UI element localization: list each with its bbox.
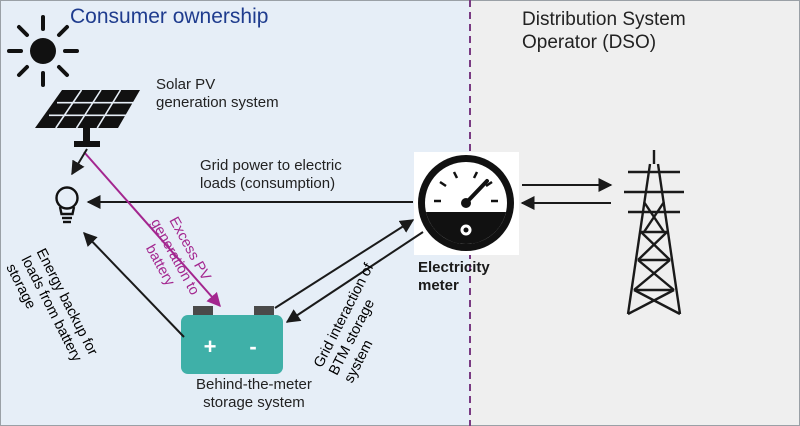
- solar-label-line1: Solar PV: [156, 76, 216, 93]
- storage-label-line1: Behind-the-meter: [196, 376, 312, 393]
- meter-gauge-icon: [414, 152, 519, 255]
- light-bulb-icon: [55, 186, 79, 224]
- sun-icon: [7, 15, 79, 87]
- meter-label-line1: Electricity: [418, 259, 490, 276]
- solar-label-line2: generation system: [156, 94, 279, 111]
- meter-to-battery-arrow: [285, 231, 424, 323]
- grid-power-line2: loads (consumption): [200, 175, 336, 192]
- battery-icon: [181, 306, 283, 374]
- battery-plus-symbol: +: [204, 334, 217, 359]
- grid-power-line1: Grid power to electric: [200, 157, 342, 174]
- backup-arrow: [83, 231, 185, 338]
- electricity-meter-label: Electricity meter: [418, 259, 490, 295]
- dso-title-line1: Distribution System: [522, 9, 686, 30]
- excess-pv-arrow: [83, 151, 221, 308]
- meter-label-line2: meter: [418, 277, 459, 294]
- dso-title-line2: Operator (DSO): [522, 32, 657, 54]
- grid-power-label: Grid power to electric loads (consumptio…: [200, 157, 342, 193]
- battery-minus-symbol: -: [249, 334, 256, 359]
- transmission-tower-icon: [624, 150, 684, 316]
- solar-pv-label: Solar PV generation system: [156, 76, 279, 112]
- solar-panel-icon: [35, 89, 140, 147]
- storage-system-label: Behind-the-meter storage system: [196, 376, 312, 412]
- storage-label-line2: storage system: [203, 394, 305, 411]
- solar-to-bulb-arrow: [71, 148, 88, 176]
- consumer-region-title: Consumer ownership: [70, 5, 269, 28]
- battery-to-meter-arrow: [274, 219, 415, 309]
- dso-region-title: Distribution System Operator (DSO): [522, 8, 686, 54]
